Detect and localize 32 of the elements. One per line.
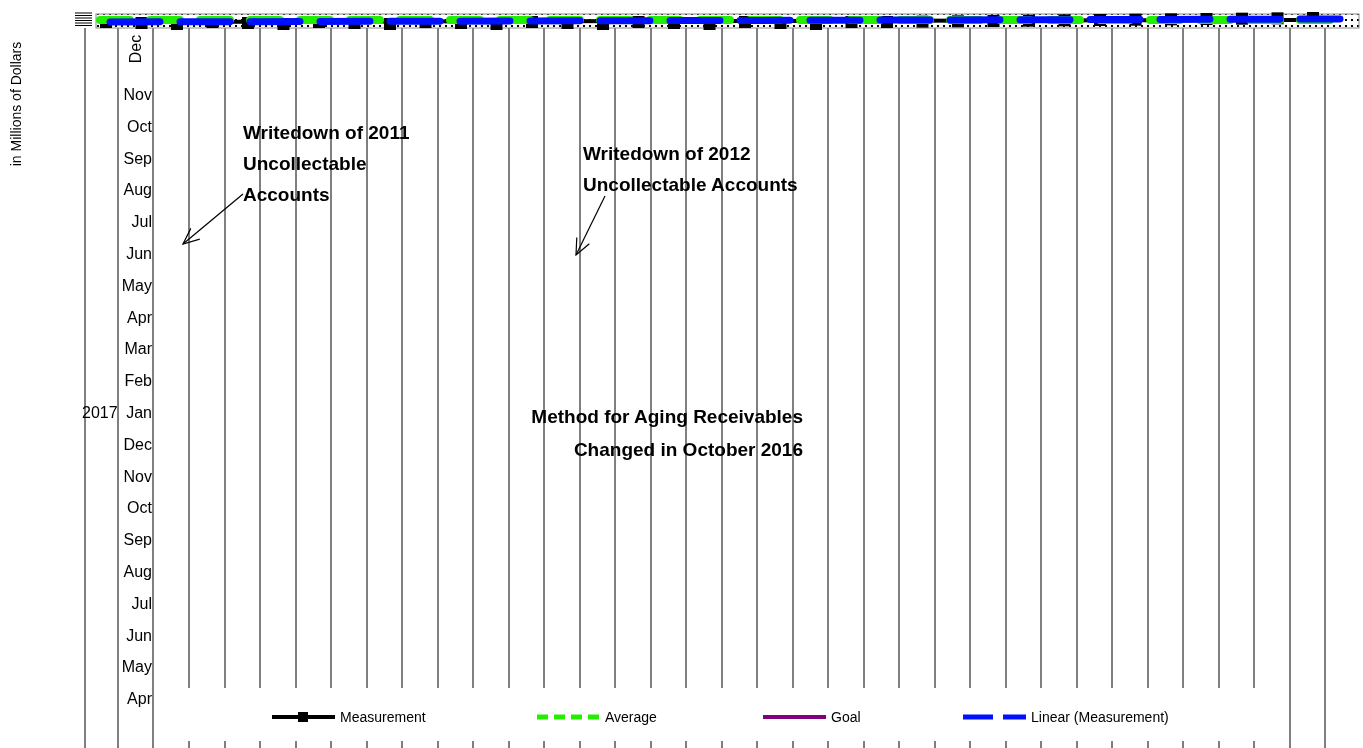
axis-tick-label: Jun	[126, 626, 152, 645]
axis-tick-label: May	[121, 276, 152, 295]
axis-title: in Millions of Dollars	[8, 40, 24, 169]
legend-label: Measurement	[340, 709, 426, 725]
axis-tick-label: Apr	[127, 308, 152, 327]
axis-tick-label: Dec	[123, 435, 152, 454]
legend-label: Goal	[831, 709, 861, 725]
axis-tick-label: Nov	[123, 467, 152, 486]
axis-tick-label: May	[121, 658, 152, 677]
arrow	[575, 195, 606, 256]
axis-tick-label: Jul	[131, 594, 152, 613]
annotation-text: Writedown of 2012 Uncollectable Accounts	[583, 138, 848, 200]
annotation-text: Method for Aging Receivables Changed in October 2016	[530, 405, 803, 462]
axis-tick-label: Aug	[123, 181, 152, 200]
axis-tick-label: 2017	[82, 404, 118, 422]
axis-tick-label: Aug	[123, 563, 152, 581]
axis-tick-label: Apr	[127, 690, 152, 709]
axis-tick-label: Dec	[127, 33, 145, 66]
axis-tick-label: Oct	[127, 499, 152, 518]
annotation-text: Writedown of 2011 Uncollectable Accounts	[243, 117, 433, 210]
axis-tick-label: Nov	[123, 86, 152, 104]
axis-tick-label: Jan	[126, 404, 152, 422]
legend-label: Linear (Measurement)	[1031, 709, 1169, 725]
axis-tick-label: Sep	[123, 531, 152, 550]
legend-label: Average	[605, 709, 657, 725]
axis-tick-label: Mar	[124, 340, 152, 359]
axis-tick-label: Jul	[131, 213, 152, 232]
axis-tick-label: Feb	[124, 372, 152, 391]
axis-tick-label: Sep	[123, 149, 152, 168]
arrow	[182, 193, 244, 245]
axis-tick-label: Oct	[127, 117, 152, 136]
axis-tick-label: Jun	[126, 245, 152, 263]
